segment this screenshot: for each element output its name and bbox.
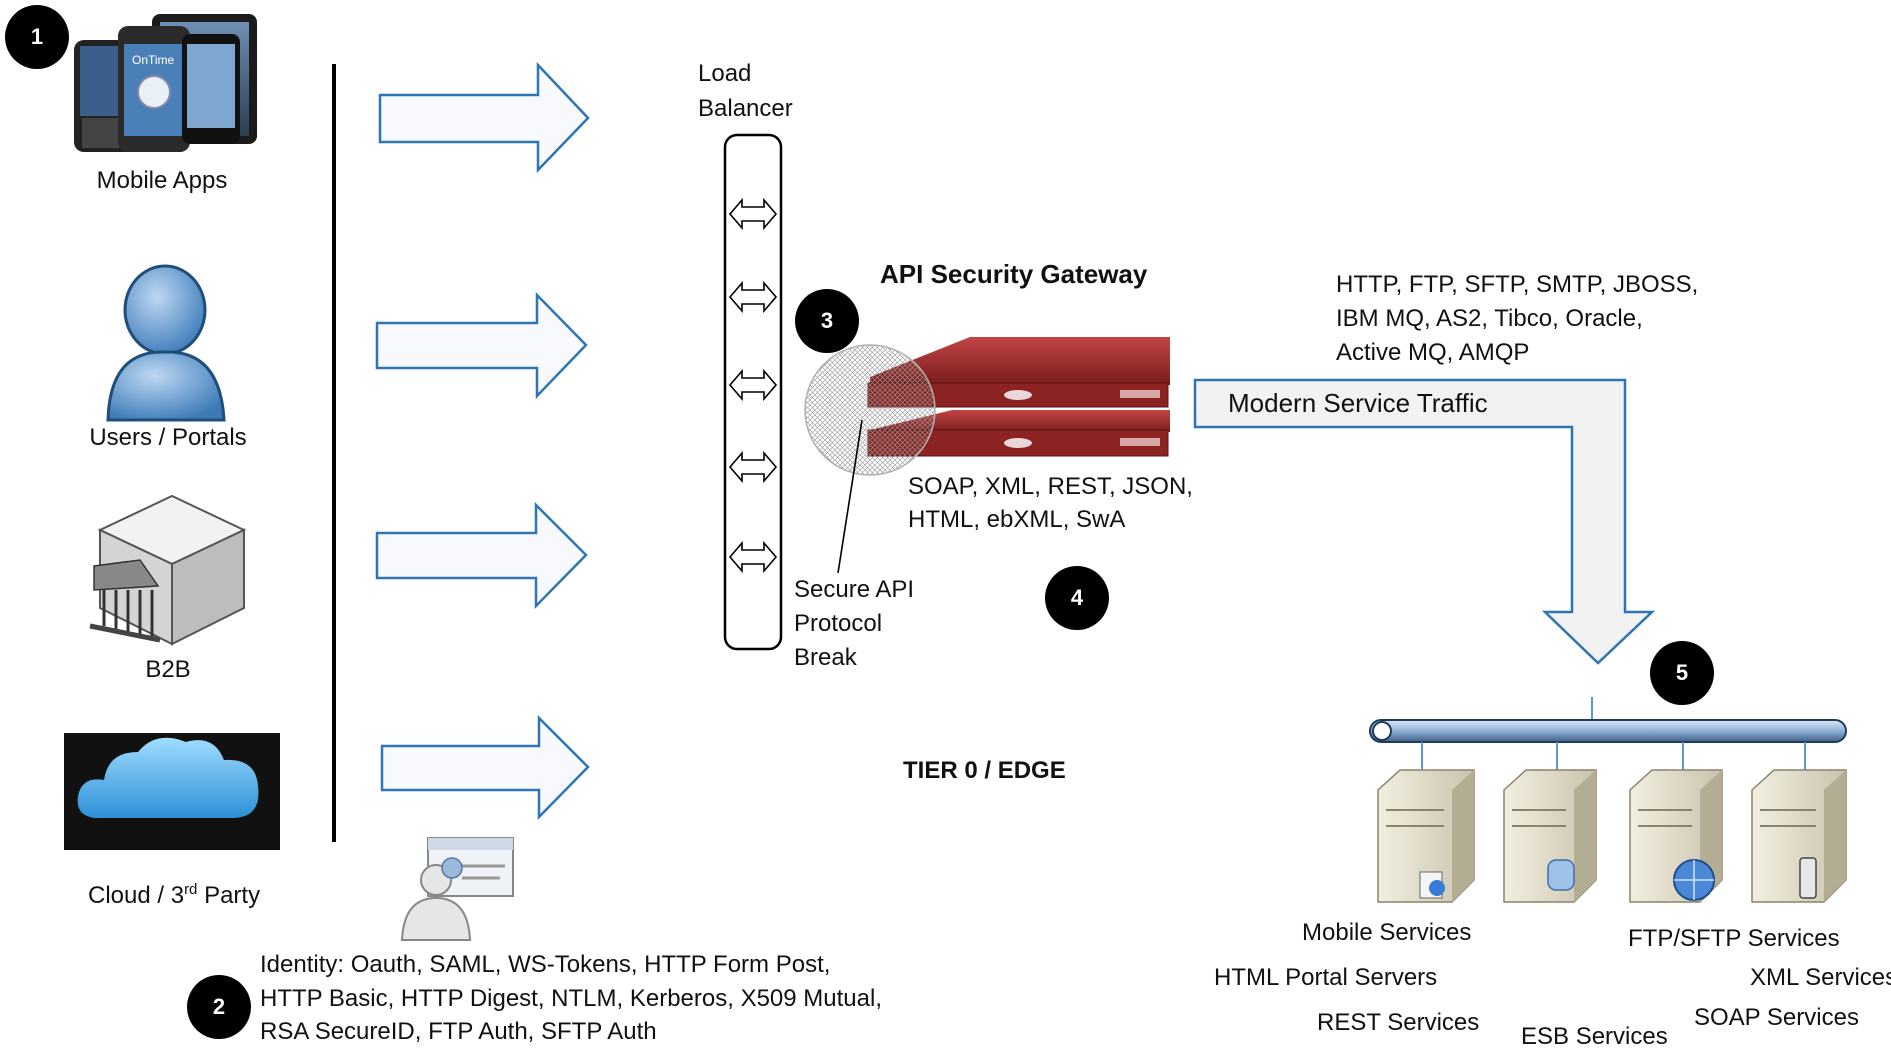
- xml-services-server-icon: [1751, 769, 1847, 903]
- ftp-services-label: FTP/SFTP Services: [1628, 925, 1840, 952]
- identity-line-2: HTTP Basic, HTTP Digest, NTLM, Kerberos,…: [260, 985, 882, 1012]
- arrow-cloud: [380, 714, 590, 821]
- cloud-third-party-label: Cloud / 3rd Party: [88, 873, 260, 912]
- client-arrows: [375, 61, 590, 821]
- step-badge-5: 5: [1650, 641, 1714, 705]
- cloud-label-sup: rd: [184, 881, 198, 898]
- transports-line-2: IBM MQ, AS2, Tibco, Oracle,: [1336, 305, 1643, 332]
- xml-services-label: XML Services: [1750, 964, 1891, 991]
- cloud-label-suffix: Party: [197, 882, 261, 909]
- cloud-label-prefix: Cloud / 3: [88, 882, 185, 909]
- transports-line-1: HTTP, FTP, SFTP, SMTP, JBOSS,: [1336, 271, 1699, 298]
- soap-services-label: SOAP Services: [1694, 1004, 1859, 1031]
- step-badge-4: 4: [1045, 566, 1109, 630]
- users-portals-label: Users / Portals: [89, 424, 247, 451]
- protocol-break-line-3: Break: [794, 644, 857, 671]
- modern-service-traffic-arrow: [1193, 378, 1656, 665]
- html-portal-servers-label: HTML Portal Servers: [1214, 964, 1438, 991]
- protocol-break-line-2: Protocol: [794, 610, 883, 637]
- transports-line-3: Active MQ, AMQP: [1336, 339, 1530, 366]
- load-balancer: [723, 133, 783, 651]
- user-icon: [106, 264, 226, 422]
- step-badge-3: 3: [795, 289, 859, 353]
- arrow-b2b: [375, 501, 588, 610]
- load-balancer-label-line-1: Load: [698, 60, 752, 87]
- b2b-building-icon: [89, 494, 247, 646]
- rest-services-label: REST Services: [1317, 1009, 1480, 1036]
- step-badge-2: 2: [187, 975, 251, 1039]
- service-bus: [1369, 697, 1847, 770]
- gateway-protocols-line-2: HTML, ebXML, SwA: [908, 506, 1126, 533]
- svg-text:OnTime: OnTime: [132, 53, 175, 67]
- modern-service-traffic-label: Modern Service Traffic: [1228, 388, 1488, 418]
- step-badge-1: 1: [5, 5, 69, 69]
- gateway-protocols-line-1: SOAP, XML, REST, JSON,: [908, 473, 1193, 500]
- protocol-break-line-1: Secure API: [794, 576, 915, 603]
- ftp-services-server-icon: [1629, 769, 1723, 903]
- tier-label: TIER 0 / EDGE: [903, 757, 1066, 784]
- arrow-users: [375, 291, 588, 400]
- identity-line-3: RSA SecureID, FTP Auth, SFTP Auth: [260, 1018, 657, 1045]
- protocol-break-mesh: [804, 344, 936, 476]
- load-balancer-arrows: [728, 197, 778, 574]
- esb-services-label: ESB Services: [1521, 1023, 1668, 1050]
- mobile-devices-icon: OnTime: [74, 14, 257, 152]
- identity-card-icon: [400, 837, 514, 941]
- esb-services-server-icon: [1503, 769, 1597, 903]
- b2b-label: B2B: [145, 656, 191, 683]
- cloud-icon: [64, 733, 280, 850]
- arrow-mobile: [378, 61, 590, 174]
- gateway-title: API Security Gateway: [880, 259, 1148, 289]
- identity-line-1: Identity: Oauth, SAML, WS-Tokens, HTTP F…: [260, 951, 831, 978]
- load-balancer-label-line-2: Balancer: [698, 95, 793, 122]
- protocol-break-pointer: [837, 419, 863, 574]
- mobile-services-label: Mobile Services: [1302, 919, 1472, 946]
- mobile-apps-label: Mobile Apps: [96, 167, 228, 194]
- mobile-services-server-icon: [1377, 769, 1475, 903]
